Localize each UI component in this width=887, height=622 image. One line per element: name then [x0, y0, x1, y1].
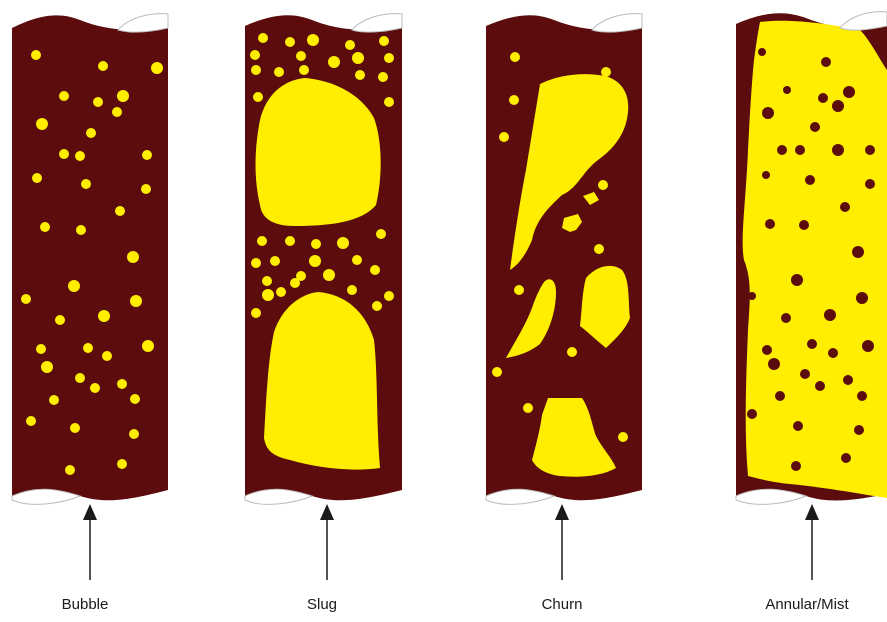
pipe-bubble-top-opening	[118, 14, 168, 33]
label-churn: Churn	[492, 596, 632, 614]
label-annular-mist: Annular/Mist	[737, 596, 877, 614]
pipe-slug	[245, 14, 402, 505]
pipe-churn-top-opening	[592, 14, 642, 33]
slug-taylor-bubble-lower	[264, 292, 380, 470]
arrow-bubble	[83, 504, 97, 580]
pipe-slug-top-opening	[352, 14, 402, 33]
pipe-annular-mist	[736, 12, 887, 505]
pipe-churn	[486, 14, 642, 505]
arrow-slug	[320, 504, 334, 580]
label-bubble: Bubble	[15, 596, 155, 614]
arrow-churn	[555, 504, 569, 580]
pipe-bubble-body	[12, 15, 168, 500]
label-slug: Slug	[252, 596, 392, 614]
pipe-annular-gas-core	[743, 21, 887, 498]
pipe-annular-top-opening	[840, 12, 887, 31]
arrow-annular-mist	[805, 504, 819, 580]
pipe-bubble	[12, 14, 168, 505]
